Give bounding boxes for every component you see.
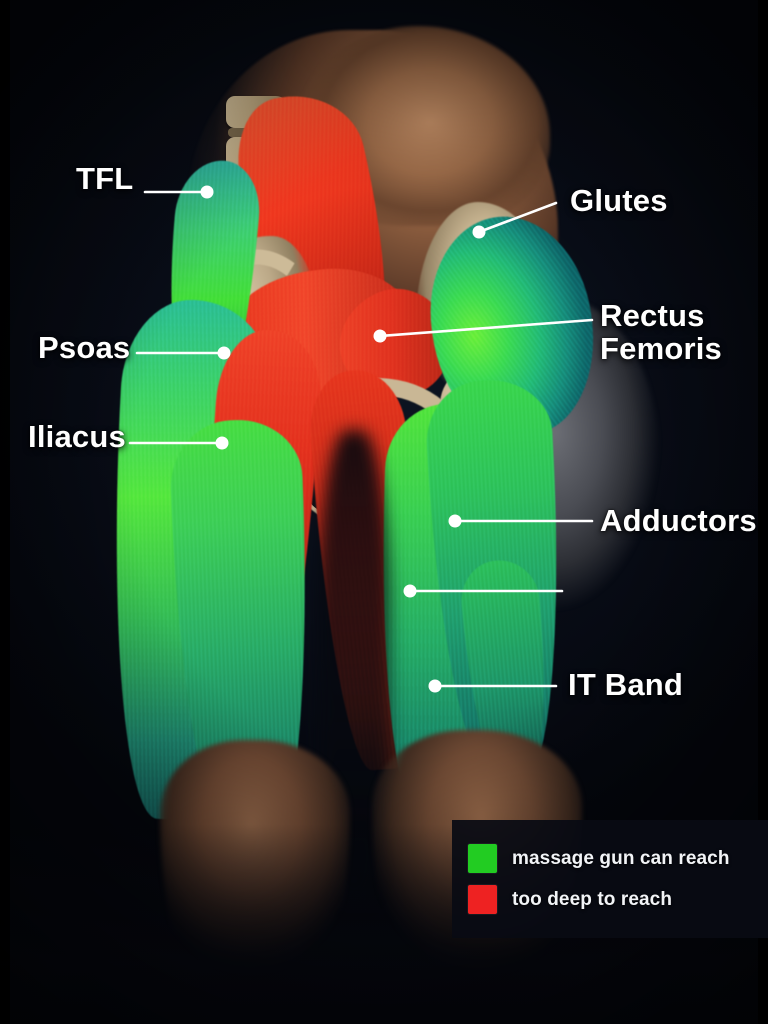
legend-item-unreachable: too deep to reach [468,885,768,914]
right-edge-bar [758,0,768,1024]
legend-swatch-red [468,885,497,914]
leader-line-glutes [477,201,558,234]
leader-dot-glutes [472,225,486,239]
legend-swatch-green [468,844,497,873]
label-glutes: Glutes [570,183,668,218]
label-rectus-femoris: Rectus Femoris [600,298,722,366]
leader-dot-rectus-femoris [373,329,387,343]
left-edge-bar [0,0,10,1024]
label-psoas: Psoas [38,330,131,365]
legend-item-reachable: massage gun can reach [468,844,768,873]
legend: massage gun can reach too deep to reach [452,820,768,938]
legend-label-reachable: massage gun can reach [512,847,730,869]
leader-dot-adductors [448,514,462,528]
leader-dot-psoas [217,346,231,360]
leader-line-rectus-femoris [378,318,594,338]
label-tfl: TFL [76,161,134,196]
label-it-band: IT Band [568,667,684,702]
label-iliacus: Iliacus [28,419,126,454]
leader-dot-it-band [428,679,442,693]
label-adductors: Adductors [600,503,757,538]
legend-label-unreachable: too deep to reach [512,888,673,910]
leader-dot-iliacus [215,436,229,450]
leader-dot-unlabeled [403,584,417,598]
leader-dot-tfl [200,185,214,199]
